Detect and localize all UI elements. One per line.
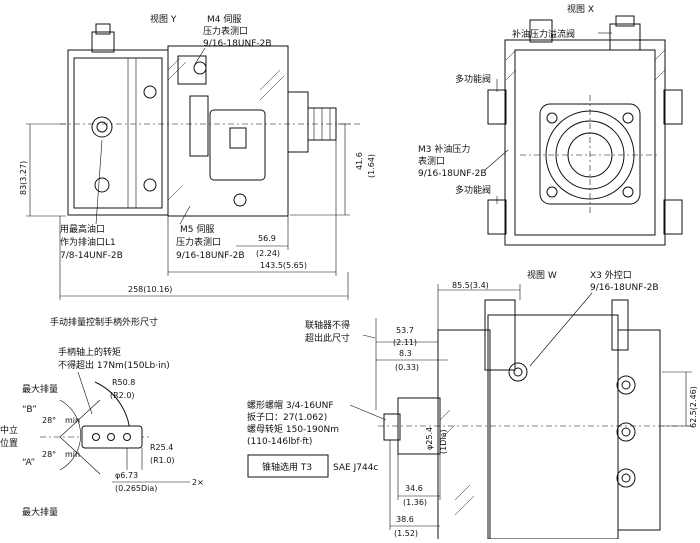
dim-83-text: 83(3.27)	[19, 161, 28, 195]
b-marker: “B”	[22, 405, 37, 415]
nut-label-line4: (110-146lbf·ft)	[247, 437, 312, 447]
hole-count: 2×	[192, 478, 204, 487]
m4-label-line1: M4 伺服	[207, 13, 241, 25]
view-x-housing	[504, 39, 666, 246]
dim-1-64-text: (1.64)	[367, 154, 376, 178]
torque-label-line2: 不得超出 17Nm(150Lb·in)	[58, 359, 170, 371]
dim-34-6-text: 34.6	[405, 484, 423, 493]
dim-143-5-text: 143.5(5.65)	[260, 261, 307, 270]
dim-258-text: 258(10.16)	[128, 285, 172, 294]
shaft-option-box	[247, 454, 329, 478]
sae-label: SAE J744c	[333, 463, 378, 473]
neutral-label-line1: 中立	[0, 424, 18, 436]
nut-label-line2: 扳子口：27(1.062)	[247, 411, 327, 423]
view-w-x3-port	[508, 362, 528, 382]
view-y: 视图 Y	[19, 13, 376, 300]
dim-0-33-text: (0.33)	[395, 363, 419, 372]
view-w: 视图 W 85.5(3.4)	[247, 269, 698, 541]
x3-label-line2: 9/16-18UNF-2B	[590, 283, 659, 293]
dim-62-5-text: 62.5(2.46)	[689, 386, 698, 428]
view-w-endcap	[617, 329, 661, 531]
max-displacement-bottom: 最大排量	[22, 506, 58, 518]
m4-label-line3: 9/16-18UNF-2B	[203, 39, 272, 49]
m4-label-line2: 压力表测口	[203, 25, 248, 37]
nut-label-line3: 螺母转矩 150-190Nm	[247, 423, 339, 435]
dim-1dia-text: (1Dia)	[439, 429, 448, 454]
view-y-body	[60, 23, 360, 217]
a-marker: “A”	[22, 458, 35, 468]
view-x-multi-valve-1	[487, 89, 507, 125]
dim-8-3-text: 8.3	[399, 349, 412, 358]
x3-label-line1: X3 外控口	[590, 269, 632, 281]
radius-1-0: (R1.0)	[150, 456, 175, 465]
m5-label-line2: 压力表测口	[176, 236, 221, 248]
l1-label-line2: 作为排油口L1	[60, 236, 116, 248]
dim-1-36-text: (1.36)	[403, 498, 427, 507]
coupler-label-line1: 联轴器不得	[305, 319, 350, 331]
dim-1-52-text: (1.52)	[394, 529, 418, 538]
view-x-multi-valve-2	[487, 199, 507, 235]
angle-bottom: 28°	[42, 450, 56, 459]
nut-label-line1: 螺形螺帽 3/4-16UNF	[247, 399, 334, 411]
angle-bottom-min: min	[65, 450, 80, 459]
coupler-label-line2: 超出此尺寸	[305, 332, 350, 344]
dim-85-5-text: 85.5(3.4)	[452, 281, 489, 290]
m5-label-line1: M5 伺服	[180, 223, 214, 235]
view-y-housing-inner	[73, 57, 163, 209]
diameter-6-73: φ6.73	[115, 471, 138, 480]
radius-50-8: R50.8	[112, 378, 135, 387]
torque-label-line1: 手柄轴上的转矩	[58, 346, 121, 358]
m5-label-line3: 9/16-18UNF-2B	[176, 251, 245, 261]
relief-valve-label: 补油压力溢流阀	[512, 28, 575, 40]
view-y-endcap	[167, 45, 289, 217]
view-y-port-l1	[91, 116, 113, 138]
view-w-housing	[487, 314, 619, 540]
dim-53-7-text: 53.7	[396, 326, 414, 335]
diameter-0-265: (0.265Dia)	[115, 484, 157, 493]
view-x-body	[487, 15, 683, 246]
angle-top: 28°	[42, 416, 56, 425]
multi-valve-label-2: 多功能阀	[455, 184, 491, 196]
view-x-relief-valve	[609, 23, 641, 51]
shaft-option-text: 锥轴选用 T3	[262, 461, 312, 473]
dim-38-6-text: 38.6	[396, 515, 414, 524]
handle-lever	[81, 425, 143, 449]
m3-label-line2: 表测口	[418, 155, 445, 167]
view-x-title: 视图 X	[567, 3, 594, 15]
dim-56-9-text: 56.9	[258, 234, 276, 243]
l1-label-line3: 7/8-14UNF-2B	[60, 251, 123, 261]
view-w-title: 视图 W	[527, 269, 557, 281]
radius-25-4: R25.4	[150, 443, 173, 452]
dim-41-6-text: 41.6	[355, 152, 364, 170]
max-displacement-top: 最大排量	[22, 383, 58, 395]
m3-label-line1: M3 补油压力	[418, 143, 470, 155]
view-w-nut	[383, 413, 401, 441]
handle-detail: 手动排量控制手柄外形尺寸 手柄轴上的转矩 不得超出 17Nm(150Lb·in)…	[0, 316, 204, 518]
dim-25-4-text: φ25.4	[425, 427, 434, 450]
angle-top-min: min	[65, 416, 80, 425]
handle-title: 手动排量控制手柄外形尺寸	[50, 316, 158, 328]
radius-2-0: (R2.0)	[110, 391, 135, 400]
l1-label-line1: 用最高油口	[60, 223, 105, 235]
neutral-label-line2: 位置	[0, 437, 18, 449]
dim-2-11-text: (2.11)	[393, 338, 417, 347]
view-x: 视图 X 补油压力溢流阀 多	[418, 3, 683, 246]
view-y-title: 视图 Y	[150, 13, 177, 25]
view-y-flange	[287, 91, 309, 153]
multi-valve-label-1: 多功能阀	[455, 73, 491, 85]
dim-2-24-text: (2.24)	[256, 249, 280, 258]
m3-label-line3: 9/16-18UNF-2B	[418, 169, 487, 179]
